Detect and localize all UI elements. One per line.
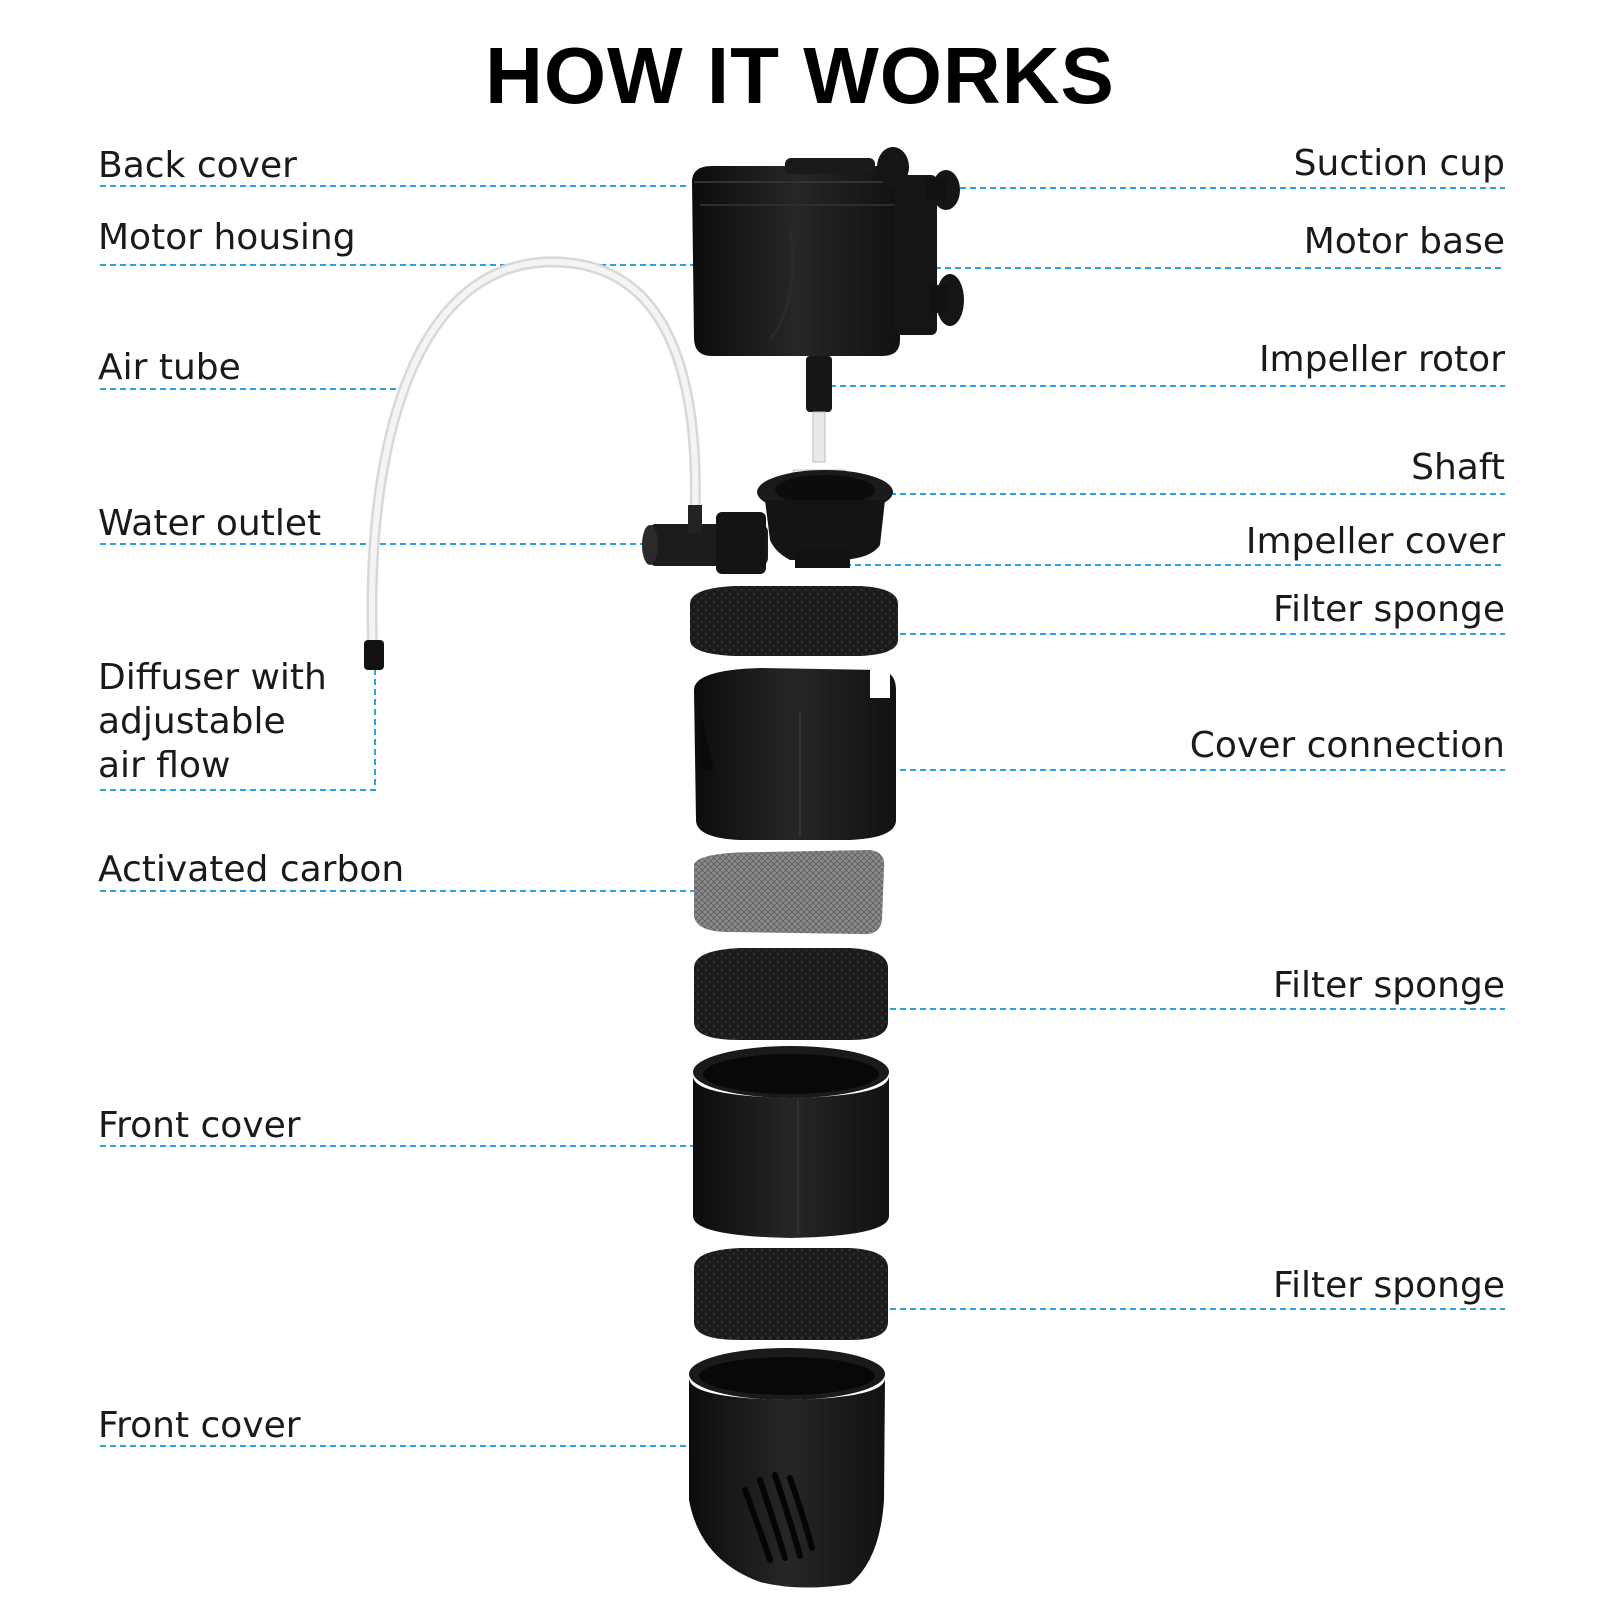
diffuser-illustration (364, 640, 384, 670)
label-diffuser-line2: adjustable (98, 701, 286, 742)
motor-housing-illustration (692, 158, 937, 356)
label-filter-sponge-2: Filter sponge (1272, 965, 1505, 1006)
label-shaft: Shaft (1411, 447, 1505, 488)
label-diffuser: Diffuser with adjustable air flow (98, 656, 327, 788)
activated-carbon-illustration (694, 850, 885, 935)
label-motor-housing: Motor housing (98, 217, 356, 258)
front-cover-2-illustration (689, 1348, 885, 1588)
label-water-outlet: Water outlet (98, 503, 322, 544)
label-motor-base: Motor base (1303, 221, 1505, 262)
label-filter-sponge-1: Filter sponge (1272, 589, 1505, 630)
label-front-cover-1: Front cover (98, 1105, 301, 1146)
filter-sponge-1-illustration (690, 586, 898, 656)
label-air-tube: Air tube (98, 347, 241, 388)
impeller-cover-illustration (757, 470, 893, 568)
filter-sponge-2-illustration (694, 948, 888, 1040)
label-front-cover-2: Front cover (98, 1405, 301, 1446)
label-activated-carbon: Activated carbon (98, 849, 405, 890)
cover-connection-illustration (694, 668, 896, 840)
label-suction-cup: Suction cup (1293, 143, 1505, 184)
label-impeller-rotor: Impeller rotor (1258, 339, 1505, 380)
label-impeller-cover: Impeller cover (1245, 521, 1505, 562)
filter-sponge-3-illustration (694, 1248, 888, 1340)
page-title: HOW IT WORKS (485, 31, 1115, 120)
label-back-cover: Back cover (98, 145, 297, 186)
motor-base-illustration (895, 175, 937, 335)
label-diffuser-line1: Diffuser with (98, 657, 327, 698)
label-cover-connection: Cover connection (1189, 725, 1505, 766)
leader-diffuser (100, 660, 376, 791)
label-filter-sponge-3: Filter sponge (1272, 1265, 1505, 1306)
label-diffuser-line3: air flow (98, 745, 231, 786)
suction-cup-illustration (877, 147, 964, 326)
water-outlet-illustration (642, 505, 768, 574)
leader-lines (100, 185, 1505, 1447)
air-tube-illustration (364, 256, 701, 670)
front-cover-1-illustration (693, 1046, 889, 1238)
